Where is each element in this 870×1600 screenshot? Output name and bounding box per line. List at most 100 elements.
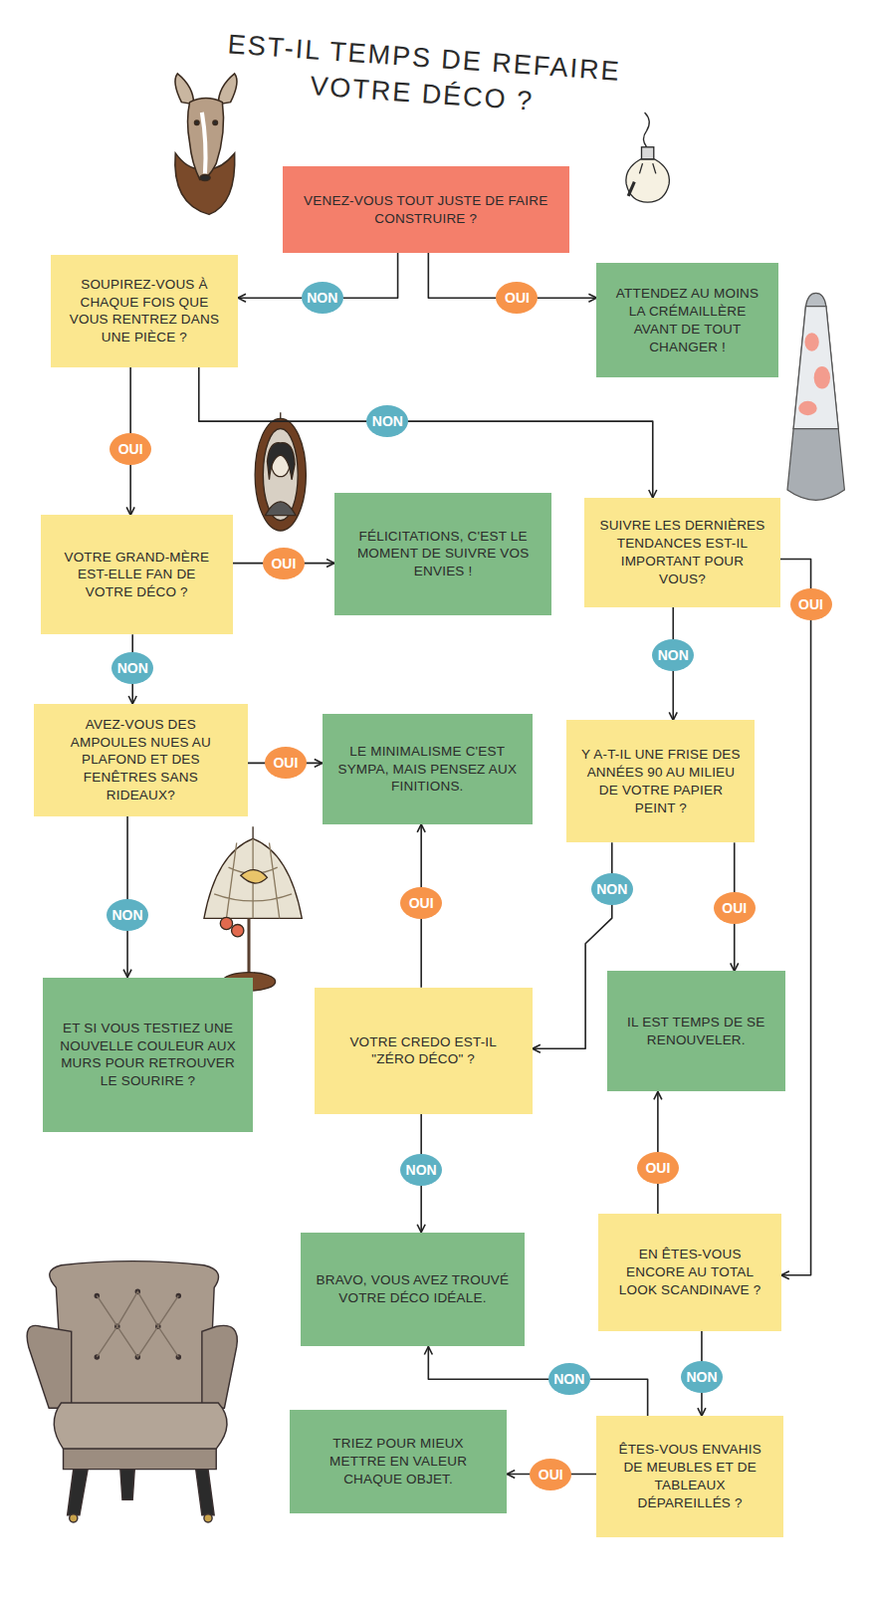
edge-label: OUI: [272, 754, 298, 771]
box-text: AVEZ-VOUS DES AMPOULES NUES AU PLAFOND E…: [47, 715, 234, 805]
box-text: TRIEZ POUR MIEUX METTRE EN VALEUR CHAQUE…: [303, 1434, 493, 1488]
portrait-frame-part: [266, 442, 295, 480]
box-text: VOTRE GRAND-MÈRE EST-ELLE FAN DE VOTRE D…: [54, 548, 219, 602]
answer-box: ATTENDEZ AU MOINS LA CRÉMAILLÈRE AVANT D…: [596, 262, 778, 378]
flow-arrow: [247, 762, 323, 765]
armchair-part: [67, 1469, 88, 1516]
armchair-part: [53, 1402, 227, 1449]
lava-lamp-part: [804, 332, 819, 351]
answer-box: BRAVO, VOUS AVEZ TROUVÉ VOTRE DÉCO IDÉAL…: [300, 1232, 524, 1347]
box-text: BRAVO, VOUS AVEZ TROUVÉ VOTRE DÉCO IDÉAL…: [314, 1271, 510, 1307]
edge-label: NON: [596, 880, 628, 897]
flow-arrow: [733, 842, 736, 971]
question-box: VOTRE CREDO EST-IL "ZÉRO DÉCO" ?: [314, 987, 533, 1114]
flow-arrow: [237, 252, 399, 298]
question-box: Y A-T-IL UNE FRISE DES ANNÉES 90 AU MILI…: [566, 719, 755, 843]
answer-box: ET SI VOUS TESTIEZ UNE NOUVELLE COULEUR …: [42, 977, 253, 1133]
edge-label: OUI: [270, 555, 296, 572]
edge-label: OUI: [409, 894, 435, 911]
flow-arrow: [671, 607, 674, 721]
light-bulb-part: [641, 147, 653, 160]
answer-pill: NON: [106, 898, 149, 931]
tiffany-lamp-part: [221, 972, 275, 991]
answer-box: TRIEZ POUR MIEUX METTRE EN VALEUR CHAQUE…: [289, 1409, 507, 1513]
tiffany-lamp-part: [204, 838, 302, 918]
flow-arrow: [506, 1473, 597, 1476]
answer-pill: OUI: [637, 1151, 679, 1184]
tiffany-lamp: [204, 826, 302, 991]
answer-pill: OUI: [109, 433, 152, 465]
edge-label: OUI: [504, 289, 530, 306]
answer-pill: NON: [591, 872, 634, 905]
edge-label: OUI: [645, 1159, 670, 1176]
answer-pill: OUI: [790, 588, 833, 621]
question-box: ÊTES-VOUS ENVAHIS DE MEUBLES ET DE TABLE…: [596, 1415, 784, 1537]
question-box: AVEZ-VOUS DES AMPOULES NUES AU PLAFOND E…: [33, 703, 248, 817]
question-box: VOTRE GRAND-MÈRE EST-ELLE FAN DE VOTRE D…: [40, 514, 233, 635]
edge-label: OUI: [538, 1466, 564, 1483]
deer-trophy-part: [188, 98, 224, 181]
flow-arrow: [428, 252, 597, 298]
flow-arrow: [199, 367, 653, 498]
armchair-part: [94, 1289, 181, 1359]
armchair: [26, 1261, 237, 1523]
tiffany-lamp-part: [251, 826, 253, 839]
box-text: VOTRE CREDO EST-IL "ZÉRO DÉCO" ?: [328, 1033, 519, 1070]
answer-pill: OUI: [262, 547, 305, 580]
light-bulb-part: [628, 182, 635, 197]
answer-pill: NON: [301, 281, 344, 314]
deer-trophy-part: [217, 73, 237, 105]
deer-trophy-part: [213, 120, 218, 126]
armchair-part: [26, 1324, 72, 1408]
lava-lamp-part: [798, 401, 817, 416]
box-text: Y A-T-IL UNE FRISE DES ANNÉES 90 AU MILI…: [580, 745, 741, 817]
box-text: ÊTES-VOUS ENVAHIS DE MEUBLES ET DE TABLE…: [610, 1440, 770, 1512]
answer-pill: NON: [366, 405, 409, 437]
armchair-part: [69, 1514, 78, 1523]
box-text: SOUPIREZ-VOUS À CHAQUE FOIS QUE VOUS REN…: [64, 275, 224, 347]
edge-label: NON: [306, 289, 338, 306]
flow-arrow: [131, 634, 134, 704]
light-bulb-part: [626, 159, 669, 203]
box-text: FÉLICITATIONS, C'EST LE MOMENT DE SUIVRE…: [348, 527, 538, 581]
answer-pill: OUI: [400, 886, 442, 919]
lava-lamp-part: [793, 292, 839, 429]
flow-arrow: [700, 1330, 703, 1416]
box-text: LE MINIMALISME C'EST SYMPA, MAIS PENSEZ …: [336, 742, 519, 796]
start-box: VENEZ-VOUS TOUT JUSTE DE FAIRE CONSTRUIR…: [282, 166, 570, 253]
tiffany-lamp-part: [219, 916, 232, 929]
lava-lamp-part: [793, 306, 839, 430]
edge-label: OUI: [721, 899, 747, 916]
armchair-part: [202, 1324, 237, 1408]
box-text: EN ÊTES-VOUS ENCORE AU TOTAL LOOK SCANDI…: [612, 1245, 767, 1299]
answer-pill: OUI: [495, 281, 538, 314]
armchair-part: [204, 1514, 213, 1523]
box-text: IL EST TEMPS DE SE RENOUVELER.: [621, 1013, 772, 1050]
question-box: SUIVRE LES DERNIÈRES TENDANCES EST-IL IM…: [584, 497, 781, 608]
tiffany-lamp-part: [246, 917, 250, 974]
flow-arrow: [420, 1113, 423, 1233]
flow-arrow: [532, 842, 613, 1049]
edge-label: OUI: [118, 440, 144, 457]
flow-arrow: [428, 1345, 648, 1416]
answer-pill: NON: [680, 1360, 723, 1393]
light-bulb: [626, 112, 669, 203]
answer-box: FÉLICITATIONS, C'EST LE MOMENT DE SUIVRE…: [334, 492, 552, 616]
flow-arrow: [129, 367, 132, 516]
edge-label: NON: [372, 413, 404, 430]
answer-pill: NON: [400, 1153, 442, 1186]
answer-pill: OUI: [264, 746, 307, 779]
box-text: SUIVRE LES DERNIÈRES TENDANCES EST-IL IM…: [598, 516, 767, 588]
deer-trophy: [175, 73, 237, 215]
answer-pill: NON: [652, 639, 694, 671]
edge-label: OUI: [798, 596, 824, 613]
light-bulb-part: [639, 163, 655, 174]
lava-lamp: [787, 292, 845, 500]
answer-pill: OUI: [713, 891, 756, 924]
flow-arrow: [420, 824, 423, 988]
deer-trophy-part: [202, 112, 207, 174]
flow-arrow: [656, 1090, 659, 1214]
